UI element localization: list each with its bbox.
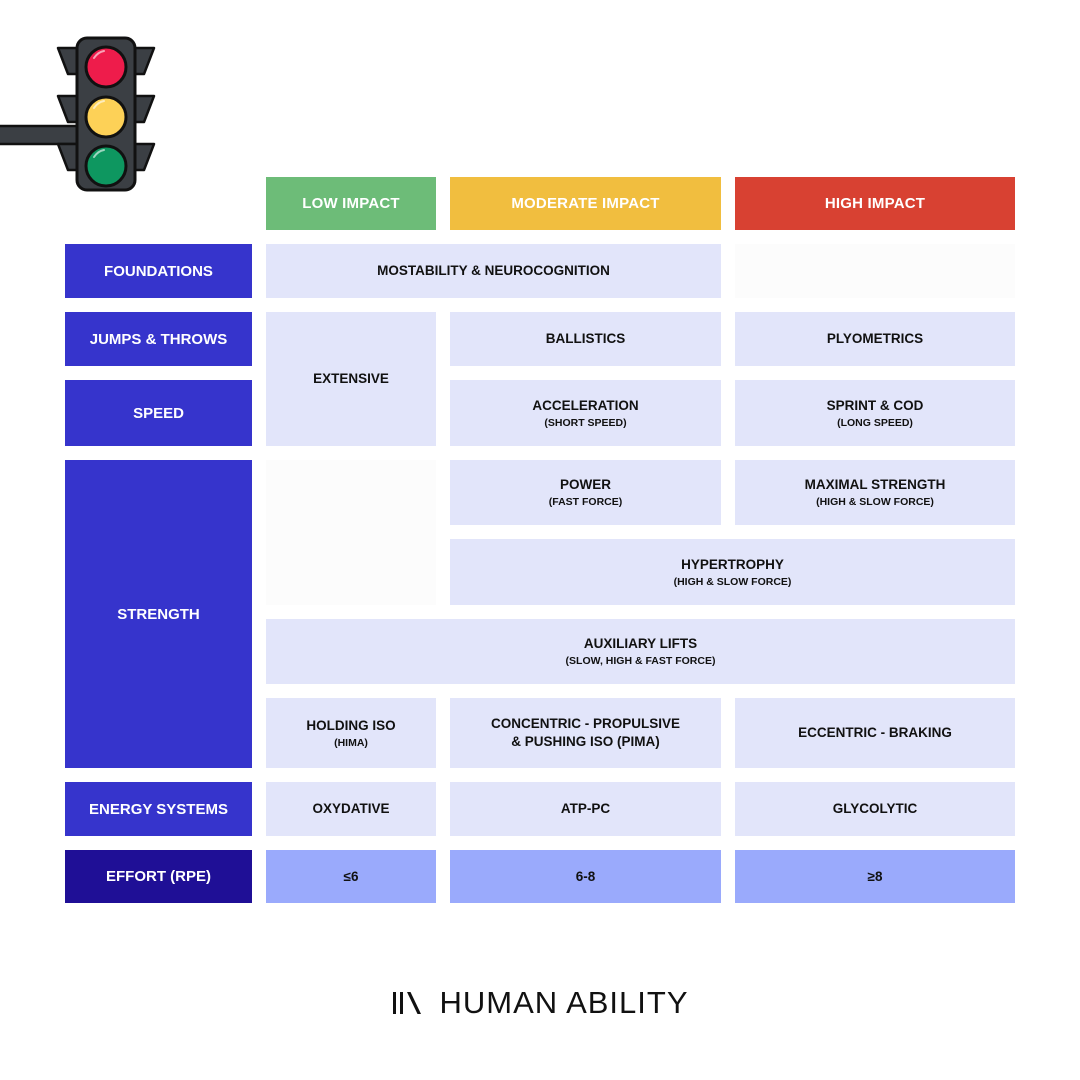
cell-ballistics-title: BALLISTICS — [545, 331, 626, 346]
cell-rpe-low: ≤6 — [266, 850, 436, 903]
cell-glycolytic-title: GLYCOLYTIC — [832, 801, 918, 816]
row-label-strength-text: STRENGTH — [117, 605, 200, 623]
cell-maximal-strength-title: MAXIMAL STRENGTH — [804, 477, 946, 492]
cell-eccentric: ECCENTRIC - BRAKING — [735, 698, 1015, 768]
cell-hypertrophy-sub: (HIGH & SLOW FORCE) — [673, 575, 792, 588]
cell-extensive-title: EXTENSIVE — [313, 371, 389, 386]
header-high-impact: HIGH IMPACT — [735, 177, 1015, 230]
cell-atp-pc-title: ATP-PC — [560, 801, 611, 816]
cell-sprint-cod: SPRINT & COD (LONG SPEED) — [735, 380, 1015, 446]
cell-rpe-moderate: 6-8 — [450, 850, 721, 903]
cell-concentric: CONCENTRIC - PROPULSIVE & PUSHING ISO (P… — [450, 698, 721, 768]
brand-mark-icon — [392, 992, 421, 1014]
cell-strength-low-empty — [266, 460, 436, 605]
cell-hypertrophy-title: HYPERTROPHY — [681, 556, 784, 572]
cell-holding-iso: HOLDING ISO (HIMA) — [266, 698, 436, 768]
red-lamp — [84, 45, 128, 89]
row-label-speed-text: SPEED — [133, 404, 184, 422]
header-low-label: LOW IMPACT — [302, 195, 400, 212]
cell-plyometrics: PLYOMETRICS — [735, 312, 1015, 366]
header-moderate-label: MODERATE IMPACT — [511, 195, 660, 212]
cell-acceleration-title: ACCELERATION — [532, 397, 639, 413]
cell-glycolytic: GLYCOLYTIC — [735, 782, 1015, 836]
row-label-energy-systems: ENERGY SYSTEMS — [65, 782, 252, 836]
row-label-effort: EFFORT (RPE) — [65, 850, 252, 903]
row-label-energy-systems-text: ENERGY SYSTEMS — [89, 800, 228, 818]
yellow-lamp — [84, 95, 128, 139]
header-low-impact: LOW IMPACT — [266, 177, 436, 230]
cell-extensive: EXTENSIVE — [266, 312, 436, 446]
row-label-speed: SPEED — [65, 380, 252, 446]
cell-acceleration: ACCELERATION (SHORT SPEED) — [450, 380, 721, 446]
cell-mostability-title: MOSTABILITY & NEUROCOGNITION — [377, 263, 610, 278]
cell-foundations-high-empty — [735, 244, 1015, 298]
cell-auxiliary-lifts-sub: (SLOW, HIGH & FAST FORCE) — [565, 655, 716, 667]
cell-atp-pc: ATP-PC — [450, 782, 721, 836]
cell-auxiliary-lifts: AUXILIARY LIFTS (SLOW, HIGH & FAST FORCE… — [266, 619, 1015, 684]
cell-power-title: POWER — [559, 477, 611, 492]
cell-maximal-strength-sub: (HIGH & SLOW FORCE) — [816, 496, 934, 508]
traffic-light-icon — [0, 36, 156, 192]
cell-hypertrophy: HYPERTROPHY (HIGH & SLOW FORCE) — [450, 539, 1015, 605]
cell-holding-iso-sub: (HIMA) — [334, 736, 368, 749]
header-high-label: HIGH IMPACT — [824, 195, 926, 212]
cell-mostability: MOSTABILITY & NEUROCOGNITION — [266, 244, 721, 298]
cell-rpe-low-value: ≤6 — [343, 868, 359, 884]
row-label-effort-text: EFFORT (RPE) — [106, 868, 211, 885]
cell-oxydative: OXYDATIVE — [266, 782, 436, 836]
row-label-foundations: FOUNDATIONS — [65, 244, 252, 298]
cell-rpe-high-value: ≥8 — [867, 868, 883, 884]
cell-oxydative-title: OXYDATIVE — [312, 801, 390, 816]
row-label-strength: STRENGTH — [65, 460, 252, 768]
cell-holding-iso-title: HOLDING ISO — [306, 717, 396, 733]
green-lamp — [84, 144, 128, 188]
cell-rpe-moderate-value: 6-8 — [575, 868, 596, 884]
cell-sprint-cod-sub: (LONG SPEED) — [837, 416, 913, 429]
cell-sprint-cod-title: SPRINT & COD — [826, 397, 924, 413]
cell-power-sub: (FAST FORCE) — [548, 496, 623, 508]
cell-auxiliary-lifts-title: AUXILIARY LIFTS — [583, 636, 698, 651]
cell-concentric-line1: CONCENTRIC - PROPULSIVE — [490, 716, 680, 731]
cell-ballistics: BALLISTICS — [450, 312, 721, 366]
cell-plyometrics-title: PLYOMETRICS — [826, 331, 924, 346]
brand-logo: HUMAN ABILITY — [0, 983, 1080, 1023]
row-label-jumps-throws-text: JUMPS & THROWS — [89, 330, 228, 348]
cell-rpe-high: ≥8 — [735, 850, 1015, 903]
cell-eccentric-title: ECCENTRIC - BRAKING — [798, 725, 952, 740]
cell-maximal-strength: MAXIMAL STRENGTH (HIGH & SLOW FORCE) — [735, 460, 1015, 525]
cell-power: POWER (FAST FORCE) — [450, 460, 721, 525]
brand-name: HUMAN ABILITY — [439, 985, 689, 1020]
row-label-foundations-text: FOUNDATIONS — [104, 262, 213, 280]
cell-concentric-line2: & PUSHING ISO (PIMA) — [511, 734, 660, 749]
header-moderate-impact: MODERATE IMPACT — [450, 177, 721, 230]
row-label-jumps-throws: JUMPS & THROWS — [65, 312, 252, 366]
cell-acceleration-sub: (SHORT SPEED) — [544, 416, 627, 429]
